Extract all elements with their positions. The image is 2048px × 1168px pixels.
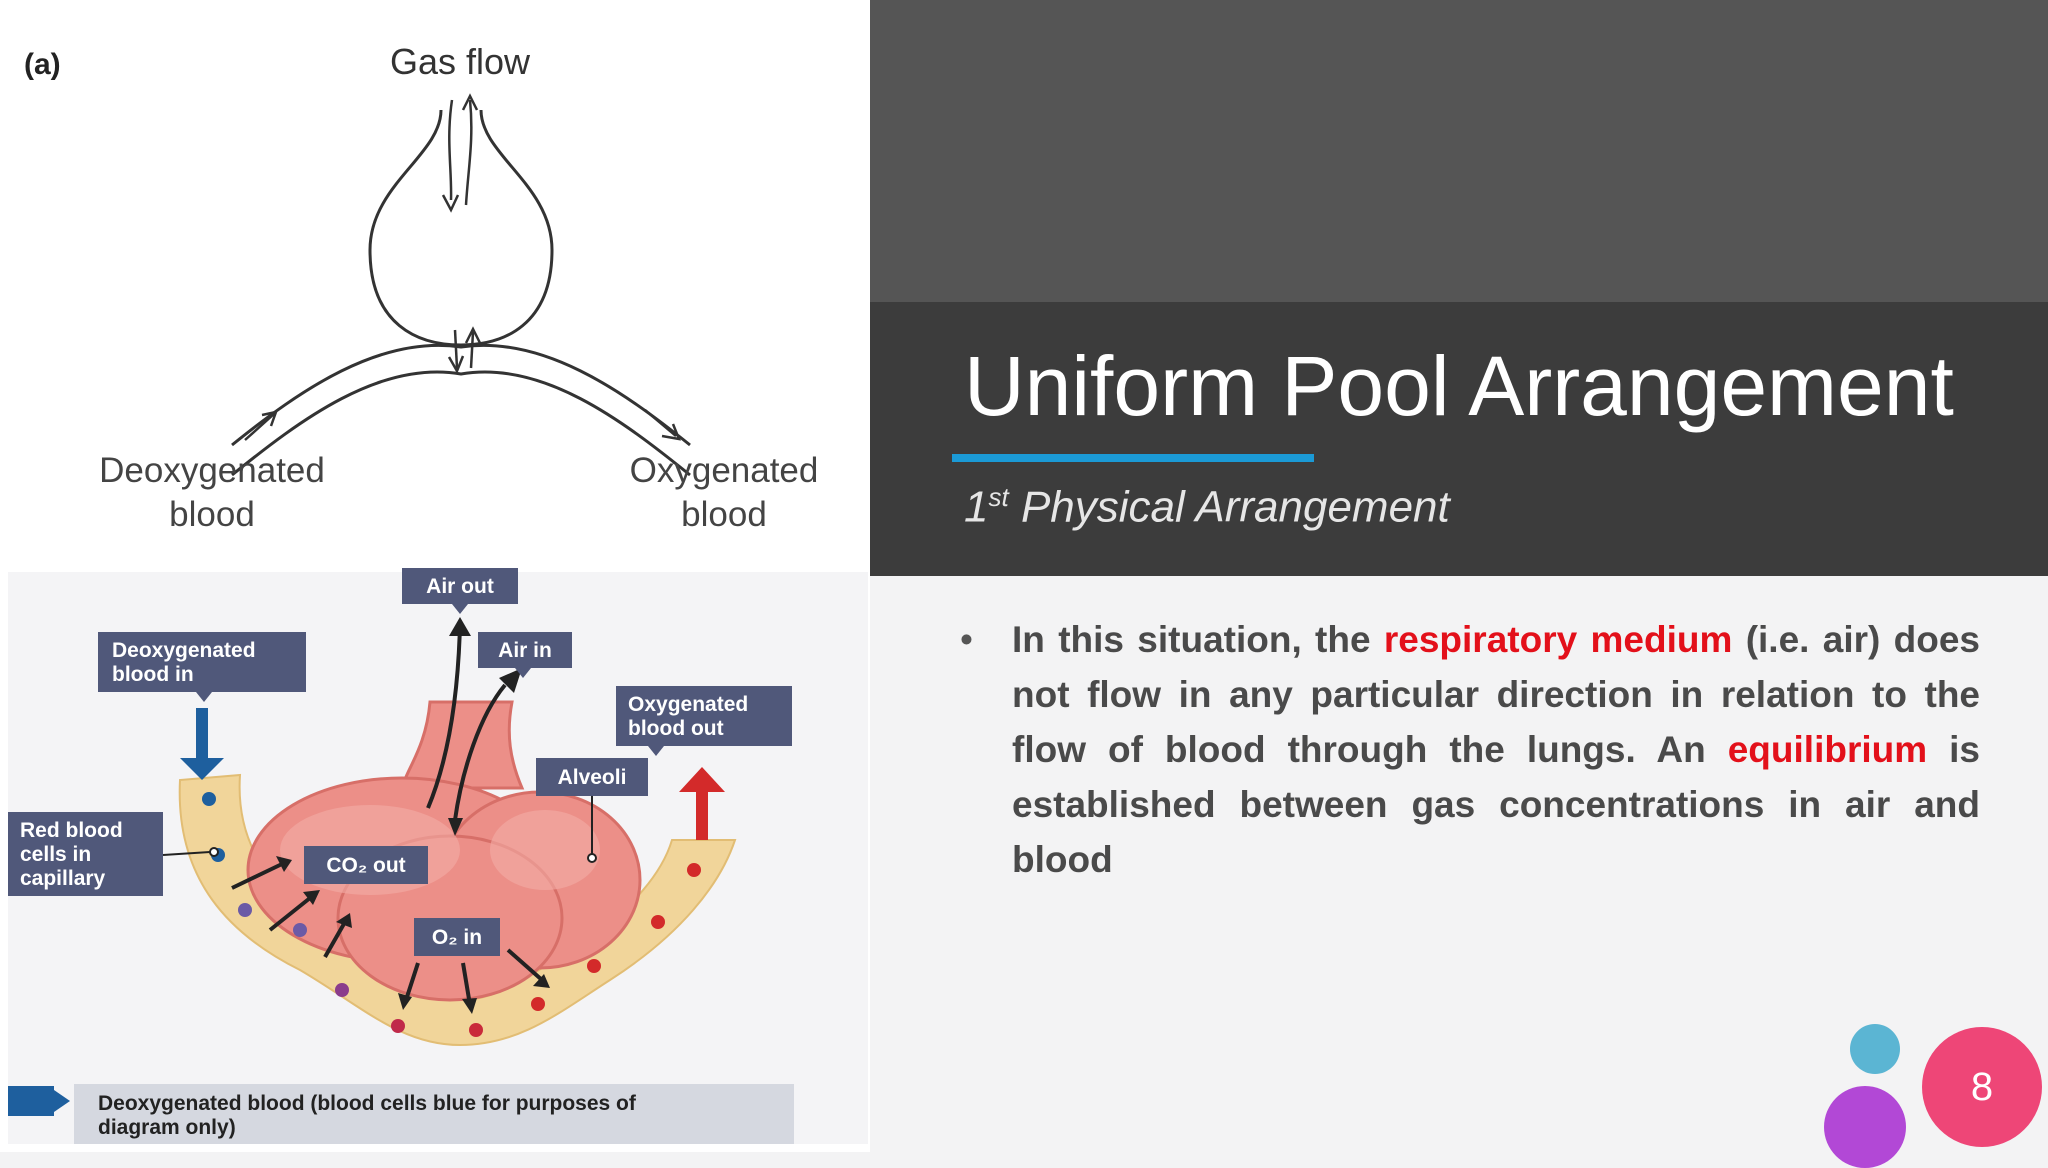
- svg-text:O₂ in: O₂ in: [432, 926, 482, 949]
- callout-lines: [162, 796, 597, 863]
- highlight-respiratory-medium: respiratory medium: [1383, 619, 1733, 660]
- oxygenated-out-arrow: [679, 767, 725, 840]
- air-in-arrow-tip: [448, 818, 463, 836]
- svg-text:Deoxygenated: Deoxygenated: [112, 639, 256, 662]
- svg-text:Red blood: Red blood: [20, 819, 123, 842]
- subtitle-text: Physical Arrangement: [1008, 482, 1450, 532]
- diagram-key: Deoxygenated blood (blood cells blue for…: [8, 1084, 794, 1144]
- svg-text:Alveoli: Alveoli: [558, 766, 627, 789]
- oxygenated-label-line-1: Oxygenated: [630, 451, 819, 490]
- label-oxygenated-blood-out: Oxygenated blood out: [616, 686, 792, 756]
- label-red-blood-cells: Red blood cells in capillary: [8, 812, 163, 896]
- svg-text:Air in: Air in: [498, 639, 552, 662]
- key-text-line-2: diagram only): [98, 1116, 236, 1139]
- label-air-out: Air out: [402, 568, 518, 614]
- air-flow-arrows: [426, 624, 507, 821]
- title-underline: [952, 454, 1314, 462]
- alveolus-outline: [231, 109, 691, 477]
- label-air-in: Air in: [478, 632, 572, 678]
- subtitle-ordinal-number: 1: [964, 482, 989, 532]
- label-o2-in: O₂ in: [414, 918, 500, 956]
- body-segment-1: In this situation, the: [1012, 619, 1384, 660]
- page-number-badge: 8: [1922, 1027, 2042, 1147]
- title-band: [870, 302, 2048, 576]
- svg-text:Air out: Air out: [426, 575, 494, 598]
- deoxygenated-in-arrow: [180, 708, 224, 780]
- label-alveoli: Alveoli: [536, 758, 648, 796]
- label-co2-out: CO₂ out: [304, 846, 428, 884]
- slide-title: Uniform Pool Arrangement: [964, 339, 1954, 433]
- gas-exchange-diagram: (a) Gas flow Deoxygenated blood Oxygenat…: [8, 41, 868, 1144]
- diagram-panel: (a) Gas flow Deoxygenated blood Oxygenat…: [0, 0, 870, 1152]
- bullet-icon: •: [960, 619, 973, 660]
- body-bullet-list: • In this situation, the respiratory med…: [960, 612, 1980, 887]
- diagram-a-label: (a): [24, 48, 61, 81]
- slide-subtitle: 1st Physical Arrangement: [964, 482, 1450, 533]
- subtitle-ordinal-suffix: st: [988, 482, 1009, 512]
- deoxygenated-label-line-2: blood: [169, 495, 255, 534]
- body-segment-5: is established between gas concentration…: [1012, 729, 1981, 880]
- air-in-arrow-head: [499, 668, 522, 693]
- svg-text:CO₂ out: CO₂ out: [326, 854, 405, 877]
- gas-flow-arrows: [244, 93, 681, 441]
- svg-text:blood in: blood in: [112, 663, 194, 686]
- body-segment-3: (i.e. air) does not flow in any particul…: [1012, 619, 1980, 770]
- highlight-equilibrium: equilibrium: [1727, 729, 1928, 770]
- diffusion-arrows: [231, 862, 544, 1006]
- svg-text:capillary: capillary: [20, 867, 106, 890]
- svg-text:cells in: cells in: [20, 843, 91, 866]
- key-text-line-1: Deoxygenated blood (blood cells blue for…: [98, 1092, 637, 1115]
- decor-dot-cyan: [1850, 1024, 1900, 1074]
- label-deoxygenated-blood-in: Deoxygenated blood in: [98, 632, 306, 702]
- diffusion-arrow-heads: [276, 856, 550, 1014]
- svg-text:Oxygenated: Oxygenated: [628, 693, 748, 716]
- decor-dot-purple: [1824, 1086, 1906, 1168]
- svg-text:blood out: blood out: [628, 717, 724, 740]
- header-top-band: [870, 0, 2048, 302]
- bullet-item: • In this situation, the respiratory med…: [960, 612, 1980, 887]
- oxygenated-label-line-2: blood: [681, 495, 767, 534]
- air-out-arrow-head: [449, 617, 471, 636]
- deoxygenated-label-line-1: Deoxygenated: [99, 451, 325, 490]
- gas-flow-label: Gas flow: [390, 41, 531, 82]
- page-number: 8: [1970, 1064, 1994, 1109]
